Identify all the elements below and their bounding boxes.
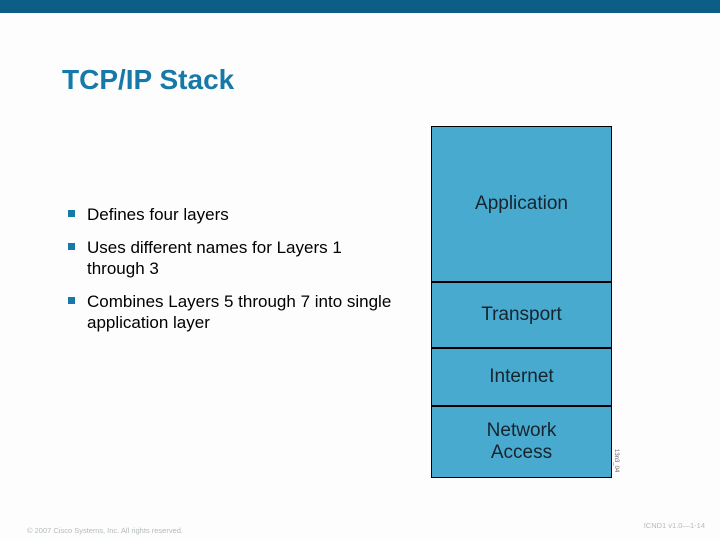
bullet-item: Combines Layers 5 through 7 into single … xyxy=(62,291,392,333)
bullet-square-icon xyxy=(68,243,75,250)
slide-number: ICND1 v1.0—1-14 xyxy=(643,521,705,530)
copyright-text: © 2007 Cisco Systems, Inc. All rights re… xyxy=(27,526,184,535)
tcpip-stack-diagram: Application Transport Internet Network A… xyxy=(431,126,612,478)
diagram-id-watermark: 13n3_04 xyxy=(613,449,619,473)
bullet-text: Combines Layers 5 through 7 into single … xyxy=(87,292,392,332)
layer-network-access: Network Access xyxy=(432,405,611,477)
bullet-text: Uses different names for Layers 1 throug… xyxy=(87,238,342,278)
bullet-item: Uses different names for Layers 1 throug… xyxy=(62,237,392,279)
bullet-square-icon xyxy=(68,210,75,217)
layer-internet: Internet xyxy=(432,346,611,406)
bullet-item: Defines four layers xyxy=(62,204,392,225)
bullet-list: Defines four layers Uses different names… xyxy=(62,204,392,345)
top-accent-bar xyxy=(0,0,720,13)
bullet-text: Defines four layers xyxy=(87,205,229,224)
layer-transport: Transport xyxy=(432,281,611,347)
slide-title: TCP/IP Stack xyxy=(62,64,235,95)
bullet-square-icon xyxy=(68,297,75,304)
layer-application: Application xyxy=(475,193,568,215)
